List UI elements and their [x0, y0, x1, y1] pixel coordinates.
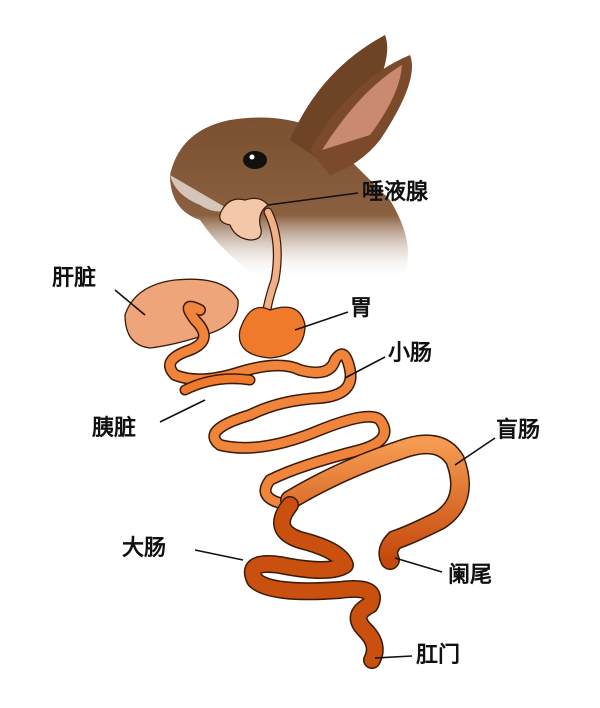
small-intestine [164, 300, 391, 511]
label-anus: 肛门 [416, 643, 461, 668]
label-small-intestine: 小肠 [388, 341, 433, 366]
label-appendix: 阑尾 [448, 563, 493, 588]
label-salivary-gland: 唾液腺 [362, 180, 429, 205]
label-liver: 肝脏 [52, 266, 97, 291]
label-pancreas: 胰脏 [92, 416, 137, 441]
stomach [238, 306, 306, 359]
salivary-gland [219, 197, 269, 241]
rabbit-head [170, 35, 412, 281]
label-cecum: 盲肠 [496, 418, 541, 443]
large-intestine [243, 496, 384, 669]
leader-lines [114, 192, 496, 659]
liver [124, 278, 239, 349]
label-large-intestine: 大肠 [122, 536, 167, 561]
cecum [280, 434, 470, 570]
label-stomach: 胃 [350, 296, 373, 321]
